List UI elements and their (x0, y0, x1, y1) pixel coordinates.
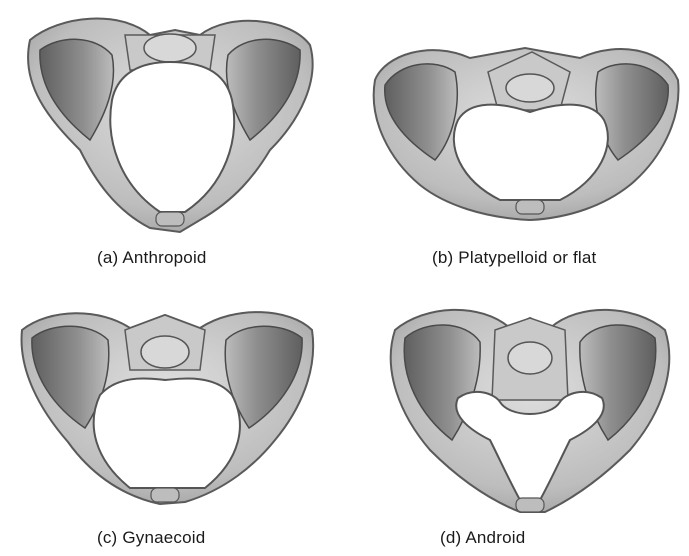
panel-platypelloid: (b) Platypelloid or flat (360, 0, 689, 280)
anthropoid-pubic-symphysis (156, 212, 184, 226)
platypelloid-sacral-promontory (506, 74, 554, 102)
android-sacral-promontory (508, 342, 552, 374)
platypelloid-pubic-symphysis (516, 200, 544, 214)
panel-android: (d) Android (360, 290, 689, 556)
panel-gynaecoid: (c) Gynaecoid (0, 290, 340, 556)
gynaecoid-pelvic-inlet (94, 379, 240, 488)
anthropoid-sacral-promontory (144, 34, 196, 62)
anthropoid-pelvis-illustration (0, 0, 340, 240)
gynaecoid-pubic-symphysis (151, 488, 179, 502)
gynaecoid-sacral-promontory (141, 336, 189, 368)
android-pubic-symphysis (516, 498, 544, 512)
gynaecoid-pelvis-illustration (0, 290, 340, 520)
panel-anthropoid: (a) Anthropoid (0, 0, 340, 280)
caption-anthropoid: (a) Anthropoid (97, 248, 207, 268)
caption-gynaecoid: (c) Gynaecoid (97, 528, 205, 548)
caption-android: (d) Android (440, 528, 525, 548)
platypelloid-pelvis-illustration (360, 0, 689, 240)
caption-platypelloid: (b) Platypelloid or flat (432, 248, 596, 268)
android-pelvis-illustration (360, 290, 689, 520)
